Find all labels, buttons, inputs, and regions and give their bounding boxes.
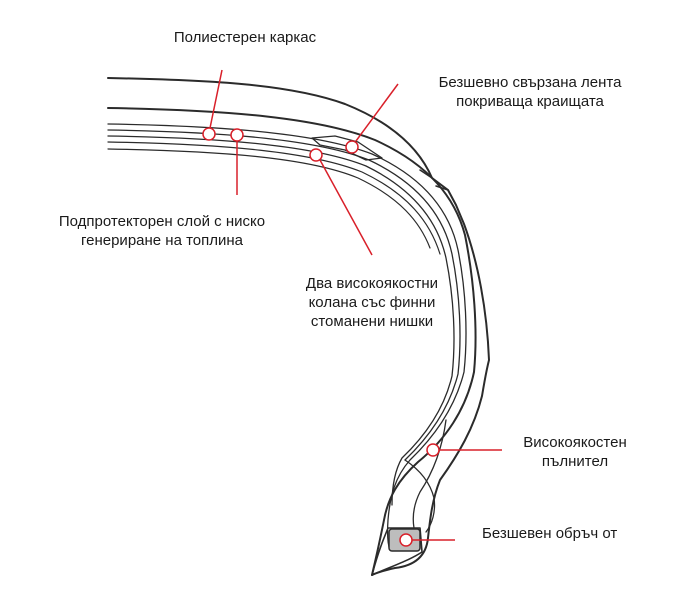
- callout-under-tread-marker: [230, 128, 244, 142]
- label-under-tread: Подпротекторен слой с ниско генериране н…: [58, 213, 266, 249]
- label-edge-strip: Безшевно свързана лента покриваща краища…: [438, 74, 622, 110]
- callout-belts-marker: [309, 148, 323, 162]
- belt-line-2: [107, 148, 431, 249]
- inner-liner-line: [107, 107, 477, 576]
- label-carcass: Полиестерен каркас: [173, 29, 317, 46]
- callout-bead-marker: [399, 533, 413, 547]
- label-belts: Два високоякостни колана със финни стома…: [305, 275, 439, 330]
- callout-belts-leader: [319, 159, 373, 256]
- callouts: [202, 69, 502, 547]
- callout-edge-strip-marker: [345, 140, 359, 154]
- carcass-line-2: [107, 129, 461, 461]
- callout-filler-marker: [426, 443, 440, 457]
- tire-profile: [107, 77, 490, 576]
- shoulder-step: [419, 169, 449, 191]
- bead-base: [371, 527, 423, 576]
- callout-carcass-leader: [209, 69, 223, 129]
- carcass-line-3: [107, 135, 455, 506]
- filler-outline: [412, 419, 447, 529]
- carcass-line-1: [107, 123, 467, 551]
- carcass-turnup: [404, 459, 436, 533]
- tread-outer-line: [107, 77, 490, 576]
- edge-strip: [311, 135, 383, 161]
- belt-line-1: [107, 141, 441, 255]
- callout-edge-strip-leader: [355, 83, 399, 142]
- label-bead: Безшевен обръч от: [482, 525, 618, 542]
- callout-carcass-marker: [202, 127, 216, 141]
- label-filler: Високоякостен пълнител: [523, 434, 627, 470]
